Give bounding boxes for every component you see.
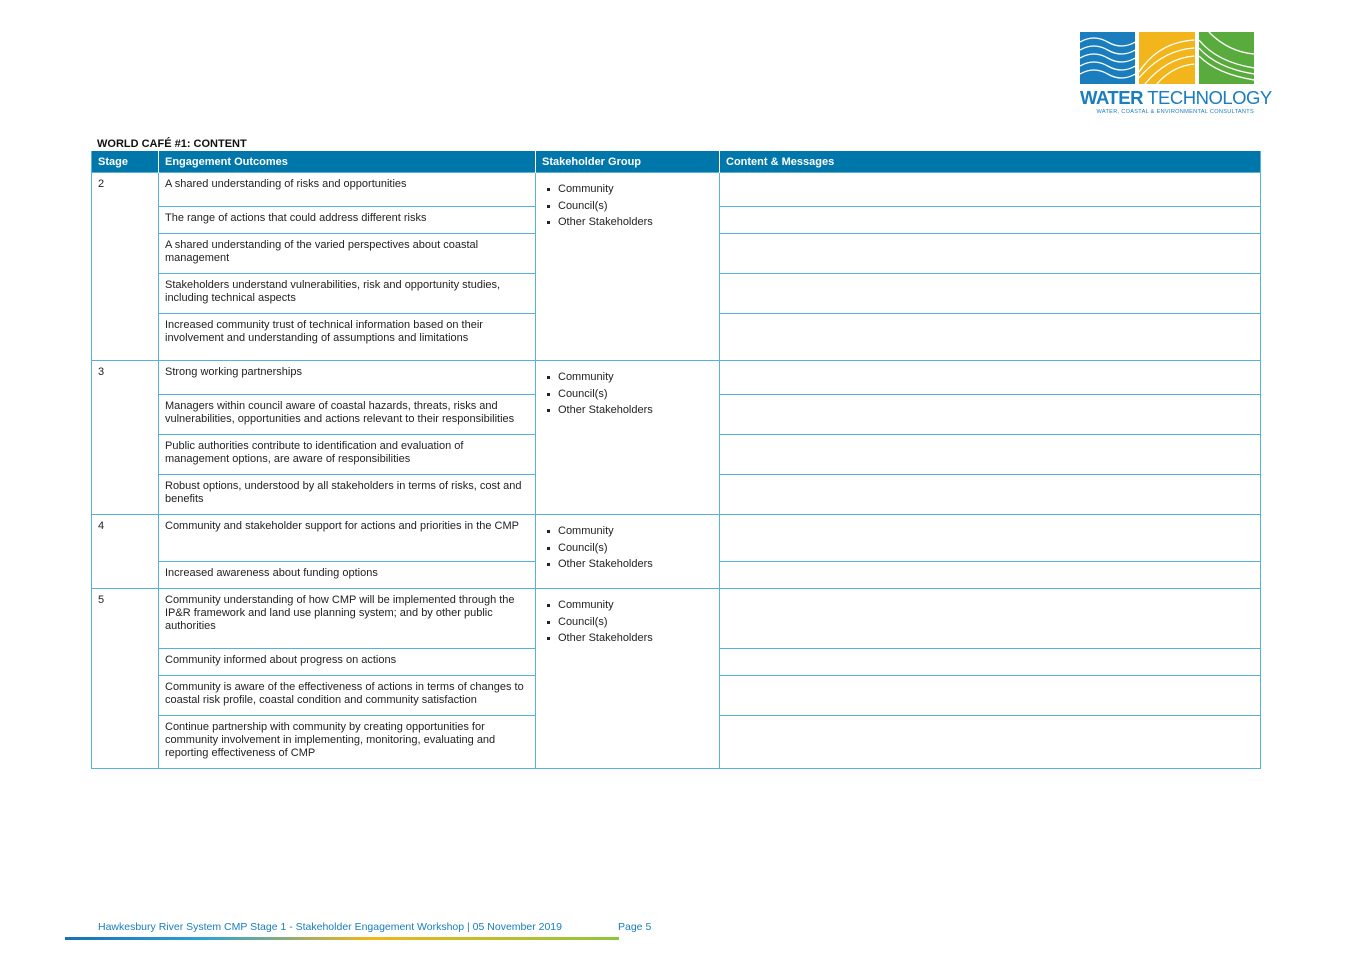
outcome-cell: Increased community trust of technical i… bbox=[158, 313, 536, 361]
content-table: Stage Engagement Outcomes Stakeholder Gr… bbox=[91, 151, 1261, 769]
header-content-messages: Content & Messages bbox=[719, 151, 1261, 173]
list-item: Other Stakeholders bbox=[547, 630, 713, 647]
outcome-cell: A shared understanding of risks and oppo… bbox=[158, 172, 536, 207]
list-item: Council(s) bbox=[547, 540, 713, 557]
footer-text: Hawkesbury River System CMP Stage 1 - St… bbox=[98, 921, 562, 933]
outcome-cell: Strong working partnerships bbox=[158, 360, 536, 395]
list-item: Council(s) bbox=[547, 198, 713, 215]
table-row: 2 A shared understanding of risks and op… bbox=[91, 172, 1261, 361]
outcome-cell: Community is aware of the effectiveness … bbox=[158, 675, 536, 716]
stakeholder-cell: Community Council(s) Other Stakeholders bbox=[535, 588, 720, 769]
stakeholder-list: Community Council(s) Other Stakeholders bbox=[542, 594, 713, 647]
table-row: Stakeholders understand vulnerabilities,… bbox=[92, 273, 1261, 314]
list-item: Other Stakeholders bbox=[547, 556, 713, 573]
stakeholder-cell: Community Council(s) Other Stakeholders bbox=[535, 514, 720, 589]
content-cell bbox=[719, 233, 1261, 274]
content-cell bbox=[719, 273, 1261, 314]
table-row: 4 Community and stakeholder support for … bbox=[91, 514, 1261, 589]
content-cell bbox=[719, 434, 1261, 475]
header-stakeholder-group: Stakeholder Group bbox=[535, 151, 720, 173]
logo-name: WATER TECHNOLOGY bbox=[1080, 87, 1272, 108]
content-cell bbox=[719, 206, 1261, 234]
logo-tile-blue bbox=[1080, 32, 1136, 84]
table-row: Robust options, understood by all stakeh… bbox=[92, 474, 1261, 515]
list-item: Community bbox=[547, 523, 713, 540]
content-cell bbox=[719, 360, 1261, 395]
outcome-cell: Increased awareness about funding option… bbox=[158, 561, 536, 589]
table-row: Managers within council aware of coastal… bbox=[92, 394, 1261, 435]
table-row: Increased community trust of technical i… bbox=[92, 313, 1261, 361]
table-row: Community is aware of the effectiveness … bbox=[92, 675, 1261, 716]
outcome-cell: Robust options, understood by all stakeh… bbox=[158, 474, 536, 515]
content-cell bbox=[719, 648, 1261, 676]
list-item: Other Stakeholders bbox=[547, 402, 713, 419]
footer-color-bar bbox=[65, 937, 619, 940]
list-item: Council(s) bbox=[547, 386, 713, 403]
content-cell bbox=[719, 588, 1261, 649]
header-engagement-outcomes: Engagement Outcomes bbox=[158, 151, 536, 173]
table-row: Increased awareness about funding option… bbox=[92, 561, 1261, 589]
outcome-cell: A shared understanding of the varied per… bbox=[158, 233, 536, 274]
outcome-cell: The range of actions that could address … bbox=[158, 206, 536, 234]
outcome-cell: Stakeholders understand vulnerabilities,… bbox=[158, 273, 536, 314]
table-row: Public authorities contribute to identif… bbox=[92, 434, 1261, 475]
stakeholder-list: Community Council(s) Other Stakeholders bbox=[542, 366, 713, 419]
stage-cell: 2 bbox=[91, 172, 159, 361]
stakeholder-cell: Community Council(s) Other Stakeholders bbox=[535, 360, 720, 515]
logo-name-light: TECHNOLOGY bbox=[1142, 87, 1272, 108]
outcome-cell: Community understanding of how CMP will … bbox=[158, 588, 536, 649]
stage-cell: 4 bbox=[91, 514, 159, 589]
logo-tiles bbox=[1080, 32, 1254, 84]
outcome-cell: Continue partnership with community by c… bbox=[158, 715, 536, 769]
stage-cell: 5 bbox=[91, 588, 159, 769]
table-header-row: Stage Engagement Outcomes Stakeholder Gr… bbox=[91, 151, 1261, 173]
table-row: The range of actions that could address … bbox=[92, 206, 1261, 234]
stakeholder-cell: Community Council(s) Other Stakeholders bbox=[535, 172, 720, 361]
company-logo: WATER TECHNOLOGY WATER, COASTAL & ENVIRO… bbox=[1080, 32, 1272, 115]
outcome-cell: Community informed about progress on act… bbox=[158, 648, 536, 676]
outcome-cell: Community and stakeholder support for ac… bbox=[158, 514, 536, 562]
list-item: Community bbox=[547, 597, 713, 614]
content-cell bbox=[719, 675, 1261, 716]
outcome-cell: Public authorities contribute to identif… bbox=[158, 434, 536, 475]
logo-tagline: WATER, COASTAL & ENVIRONMENTAL CONSULTAN… bbox=[1096, 109, 1254, 115]
header-stage: Stage bbox=[91, 151, 159, 173]
table-row: Community informed about progress on act… bbox=[92, 648, 1261, 676]
table-row: Continue partnership with community by c… bbox=[92, 715, 1261, 769]
outcome-cell: Managers within council aware of coastal… bbox=[158, 394, 536, 435]
section-title: WORLD CAFÉ #1: CONTENT bbox=[97, 138, 247, 150]
stakeholder-list: Community Council(s) Other Stakeholders bbox=[542, 520, 713, 573]
content-cell bbox=[719, 474, 1261, 515]
list-item: Community bbox=[547, 181, 713, 198]
stage-cell: 3 bbox=[91, 360, 159, 515]
content-cell bbox=[719, 172, 1261, 207]
table-row: 3 Strong working partnerships Community … bbox=[91, 360, 1261, 515]
content-cell bbox=[719, 514, 1261, 562]
content-cell bbox=[719, 394, 1261, 435]
logo-tile-green bbox=[1198, 32, 1254, 84]
list-item: Other Stakeholders bbox=[547, 214, 713, 231]
content-cell bbox=[719, 313, 1261, 361]
list-item: Council(s) bbox=[547, 614, 713, 631]
content-cell bbox=[719, 715, 1261, 769]
logo-tile-yellow bbox=[1139, 32, 1195, 84]
list-item: Community bbox=[547, 369, 713, 386]
content-cell bbox=[719, 561, 1261, 589]
footer-page-number: Page 5 bbox=[618, 921, 652, 933]
table-row: 5 Community understanding of how CMP wil… bbox=[91, 588, 1261, 769]
stakeholder-list: Community Council(s) Other Stakeholders bbox=[542, 178, 713, 231]
logo-name-bold: WATER bbox=[1080, 87, 1143, 108]
